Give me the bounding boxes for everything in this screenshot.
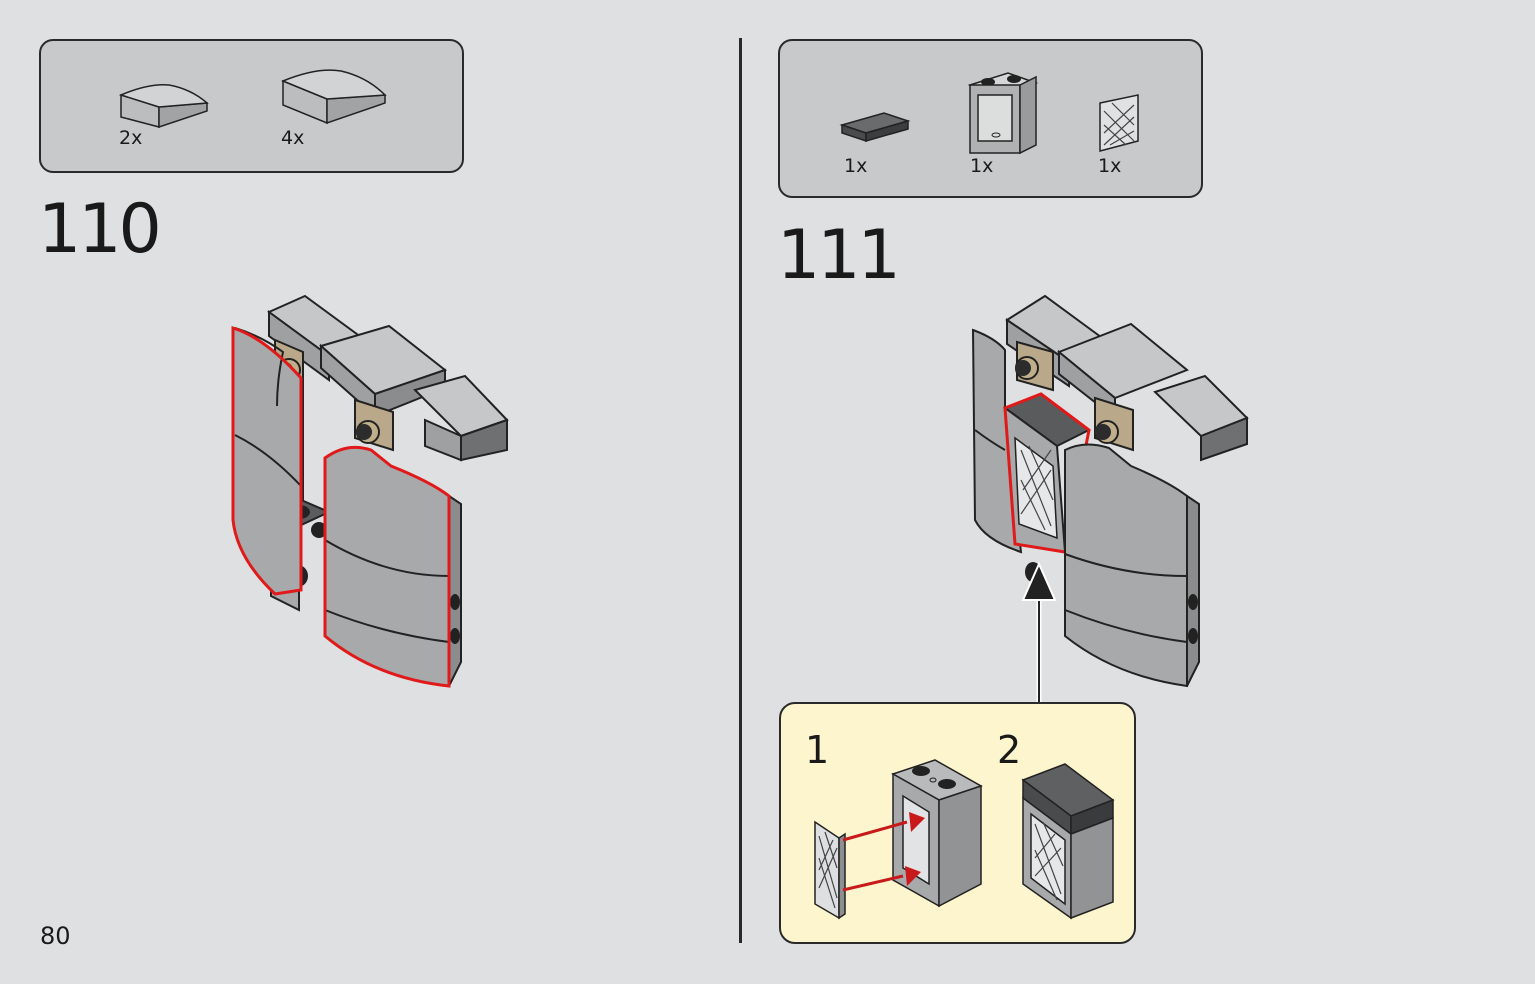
page-number: 80: [40, 922, 71, 950]
part-quantity: 4x: [281, 127, 305, 149]
step-number: 111: [777, 216, 901, 295]
substep-2-illustration: [1021, 763, 1115, 920]
step-110-parts-box: 2x 4x: [39, 39, 464, 173]
part-quantity: 1x: [970, 155, 994, 177]
window-frame-part-icon: [967, 72, 1039, 155]
curved-slope-2x2-part-icon: [281, 69, 387, 125]
substep-1-illustration: [814, 759, 983, 920]
step-110-assembly-illustration: [231, 294, 509, 688]
step-111-parts-box: 1x 1x 1x: [778, 39, 1203, 198]
part-quantity: 2x: [119, 127, 143, 149]
step-111-assembly-illustration: [971, 294, 1249, 702]
substep-number: 1: [805, 728, 830, 772]
page-divider: [739, 38, 742, 943]
substep-callout: 1 2: [779, 702, 1136, 944]
tile-1x2-part-icon: [839, 112, 911, 143]
window-glass-part-icon: [1099, 94, 1139, 152]
substep-number: 2: [997, 728, 1022, 772]
part-quantity: 1x: [1098, 155, 1122, 177]
step-number: 110: [38, 190, 162, 269]
curved-slope-1x2-part-icon: [118, 83, 209, 129]
part-quantity: 1x: [844, 155, 868, 177]
